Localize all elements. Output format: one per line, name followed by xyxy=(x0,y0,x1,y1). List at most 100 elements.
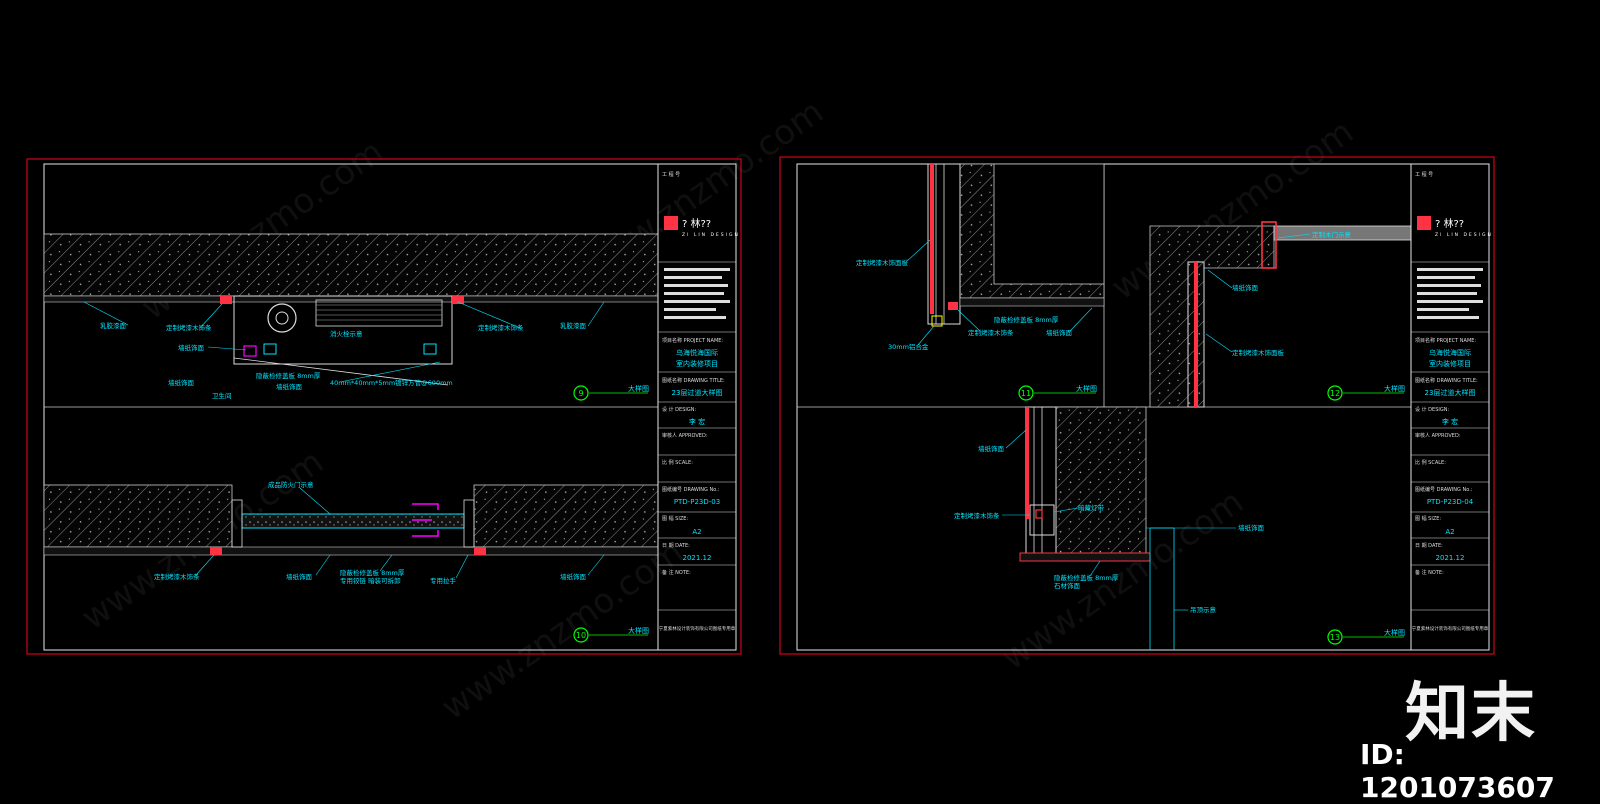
highlight-trim xyxy=(930,164,934,314)
detail-view-11[interactable]: 定制烤漆木饰面板 定制烤漆木饰条 隐蔽检修盖板 8mm厚 墙纸饰面 30mm铝合… xyxy=(856,163,1105,401)
sheet-outer-frame xyxy=(26,158,742,655)
annotation: 墙纸饰面 xyxy=(560,572,587,581)
designer-name: 李 宏 xyxy=(1442,417,1458,426)
sheet-size: A2 xyxy=(1445,528,1454,536)
title-block-notes xyxy=(664,268,730,319)
void xyxy=(993,163,1105,285)
title-block-2[interactable]: 工 程 号 项目名称 PROJECT NAME: 图纸名称 DRAWING TI… xyxy=(1410,163,1493,651)
concrete-wall xyxy=(473,484,659,548)
brand-name: ? 林?? xyxy=(682,217,711,230)
title-block-label: 项目名称 PROJECT NAME: xyxy=(662,337,723,344)
concrete-column xyxy=(1055,406,1147,554)
title-block-label: 图纸名称 DRAWING TITLE: xyxy=(1415,377,1478,384)
annotation: 定制烤漆木饰条 xyxy=(478,323,524,332)
annotation: 定制烤漆木饰条 xyxy=(154,572,200,581)
sheet-outer-frame xyxy=(779,156,1495,655)
annotation: 定制烤漆木饰条 xyxy=(166,323,212,332)
view-number: 10 xyxy=(576,631,586,640)
hinge-symbol xyxy=(263,343,277,355)
annotation: 乳胶漆面 xyxy=(560,321,587,330)
company-stamp-text: 宁夏紫林设计装饰有限公司图纸专用章 xyxy=(659,625,736,632)
valve-symbol xyxy=(275,311,289,325)
annotation: 墙纸饰面 xyxy=(1046,328,1073,337)
ceiling-layer xyxy=(959,297,1105,307)
title-block-label: 图纸编号 DRAWING No.: xyxy=(1415,486,1473,493)
detail-view-12[interactable]: 定制木门示意 墙纸饰面 定制烤漆木饰面板 12 大样图 xyxy=(1149,221,1412,408)
annotation: 定制烤漆木饰条 xyxy=(954,511,1000,520)
annotation: 30mm铝合金 xyxy=(888,342,929,351)
title-block-label: 审核人 APPROVED: xyxy=(662,432,708,439)
drawing-sheet-2[interactable]: 定制烤漆木饰面板 定制烤漆木饰条 隐蔽检修盖板 8mm厚 墙纸饰面 30mm铝合… xyxy=(779,156,1495,655)
led-strip-symbol xyxy=(931,315,943,327)
sheet-date: 2021.12 xyxy=(1436,554,1465,562)
annotation: 墙纸饰面 xyxy=(1238,523,1265,532)
brand-subtitle: ZI LIN DESIGN xyxy=(1435,232,1493,238)
designer-name: 李 宏 xyxy=(689,417,705,426)
leader-lines xyxy=(195,487,605,579)
view-number: 12 xyxy=(1330,389,1340,398)
project-name-line: 乌海悦海国际 xyxy=(676,348,718,357)
annotation: 乳胶漆面 xyxy=(100,321,127,330)
brand-logo-icon xyxy=(1417,216,1431,230)
title-block-label: 项目名称 PROJECT NAME: xyxy=(1415,337,1476,344)
annotation: 成品防火门示意 xyxy=(268,480,314,489)
annotation: 专用铰链 暗装可拆卸 xyxy=(340,576,401,585)
image-id-label: ID: 1201073607 xyxy=(1360,738,1555,804)
detail-view-13[interactable]: 墙纸饰面 定制烤漆木饰条 暗藏灯带 墙纸饰面 隐蔽检修盖板 8mm厚 石材饰面 … xyxy=(954,406,1405,650)
annotation: 墙纸饰面 xyxy=(276,382,303,391)
annotation: 隐蔽检修盖板 8mm厚 xyxy=(340,568,405,577)
highlight-trim xyxy=(210,547,222,555)
company-stamp-text: 宁夏紫林设计装饰有限公司图纸专用章 xyxy=(1412,625,1489,632)
door-frame-highlight xyxy=(1261,221,1277,269)
sheet-size: A2 xyxy=(692,528,701,536)
view-marker xyxy=(573,627,589,643)
title-block-label: 设 计 DESIGN: xyxy=(662,406,696,413)
concrete-slab xyxy=(43,233,659,297)
annotation: 暗藏灯带 xyxy=(1078,503,1105,512)
detail-view-10[interactable]: 成品防火门示意 定制烤漆木饰条 墙纸饰面 隐蔽检修盖板 8mm厚 专用铰链 暗装… xyxy=(43,480,659,643)
light-trough xyxy=(1029,504,1055,536)
annotation: 墙纸饰面 xyxy=(1232,283,1259,292)
annotation: 隐蔽检修盖板 8mm厚 xyxy=(1054,573,1119,582)
sheet-date: 2021.12 xyxy=(683,554,712,562)
project-name-line: 室内装修项目 xyxy=(676,359,718,368)
annotation: 墙纸饰面 xyxy=(178,343,205,352)
annotation: 40mm*40mm*5mm镀锌方管@600mm xyxy=(330,378,453,387)
highlight-trim xyxy=(474,547,486,555)
title-block-label: 图 幅 SIZE: xyxy=(1415,515,1441,522)
highlight-trim xyxy=(1026,407,1029,519)
fire-door-panel xyxy=(241,513,465,529)
title-block-label: 图 幅 SIZE: xyxy=(662,515,688,522)
detail-view-9[interactable]: 乳胶漆面 定制烤漆木饰条 墙纸饰面 定制烤漆木饰条 消火栓示意 墙纸饰面 卫生间… xyxy=(43,233,659,401)
highlight-trim xyxy=(948,302,958,310)
stone-base xyxy=(1019,552,1151,562)
title-block-label: 工 程 号 xyxy=(1415,171,1433,178)
leader-lines xyxy=(1205,233,1311,353)
view-label: 大样图 xyxy=(1076,384,1097,393)
project-name-line: 乌海悦海国际 xyxy=(1429,348,1471,357)
annotation: 定制烤漆木饰面板 xyxy=(856,258,909,267)
brand-subtitle: ZI LIN DESIGN xyxy=(682,232,740,238)
title-block-label: 图纸名称 DRAWING TITLE: xyxy=(662,377,725,384)
annotation: 隐蔽检修盖板 8mm厚 xyxy=(256,371,321,380)
annotation: 定制烤漆木饰面板 xyxy=(1232,348,1285,357)
hinge-symbol xyxy=(243,345,257,357)
view-label: 大样图 xyxy=(628,626,649,635)
annotation: 石材饰面 xyxy=(1054,581,1081,590)
title-block-1[interactable]: 工 程 号 项目名称 PROJECT NAME: 图纸名称 DRAWING TI… xyxy=(657,163,740,651)
leader-lines xyxy=(905,239,1093,346)
concrete-corner xyxy=(1149,225,1275,408)
annotation: 卫生间 xyxy=(212,391,232,400)
view-number: 9 xyxy=(578,389,583,398)
hose-reel-grille xyxy=(315,299,443,327)
view-label: 大样图 xyxy=(628,384,649,393)
view-marker xyxy=(1018,385,1034,401)
title-block-label: 比 例 SCALE: xyxy=(662,459,693,466)
title-block-label: 设 计 DESIGN: xyxy=(1415,406,1449,413)
drawing-title: 23层过道大样图 xyxy=(672,388,723,397)
view-number: 13 xyxy=(1330,633,1340,642)
view-marker xyxy=(1327,629,1343,645)
drawing-number: PTD-P23D-03 xyxy=(674,498,720,506)
drawing-sheet-1[interactable]: 乳胶漆面 定制烤漆木饰条 墙纸饰面 定制烤漆木饰条 消火栓示意 墙纸饰面 卫生间… xyxy=(26,158,742,655)
